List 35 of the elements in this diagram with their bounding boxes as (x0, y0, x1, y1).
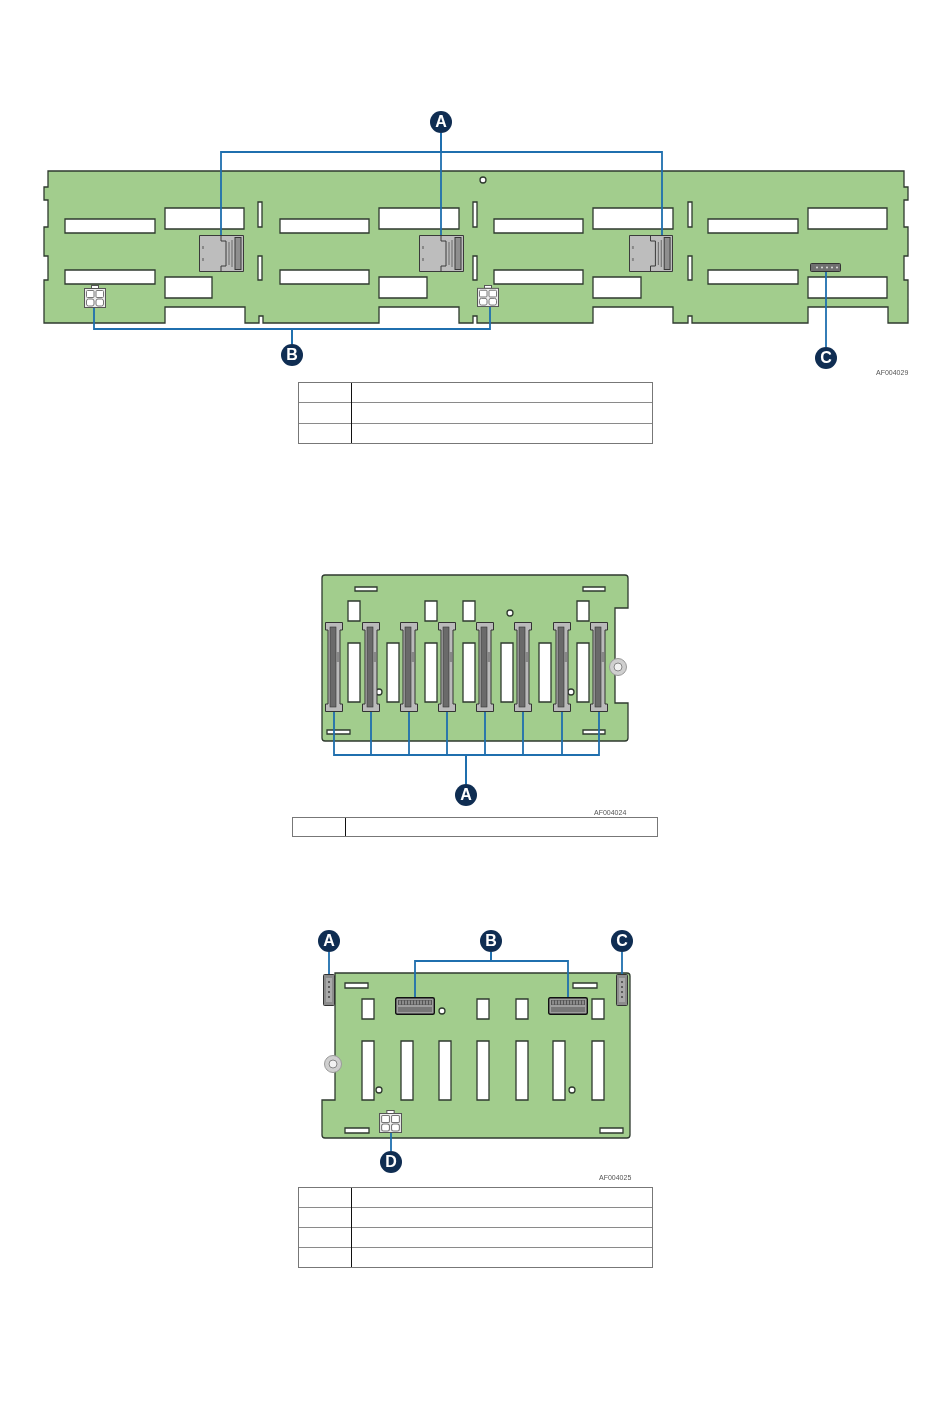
callout-letter: A (318, 930, 340, 952)
leader-line (465, 711, 600, 785)
leader-line (328, 951, 330, 975)
cable-connector (419, 235, 464, 272)
drive-connector (476, 622, 494, 712)
drive-connector (514, 622, 532, 712)
cable-connector (629, 235, 673, 272)
callout-letter: C (611, 930, 633, 952)
leader-line (440, 132, 663, 236)
drive-connector (325, 622, 343, 712)
power-connector (379, 1110, 402, 1133)
pin-header (616, 974, 628, 1006)
pin-header (810, 263, 841, 272)
leader-line (390, 1132, 392, 1152)
cable-connector (199, 235, 244, 272)
drive-connector (553, 622, 571, 712)
drive-connector (438, 622, 456, 712)
callout-letter: B (281, 344, 303, 366)
leader-line (490, 951, 569, 998)
callout-letter: B (480, 930, 502, 952)
leader-line (825, 271, 827, 348)
callout-letter: A (430, 111, 452, 133)
power-connector (84, 285, 106, 308)
callout-letter: D (380, 1151, 402, 1173)
callout-letter: A (455, 784, 477, 806)
callout-letter: C (815, 347, 837, 369)
drive-connector (590, 622, 608, 712)
cable-connector (548, 997, 588, 1015)
leader-line (291, 306, 491, 345)
cable-connector (395, 997, 435, 1015)
drive-connector (400, 622, 418, 712)
power-connector (477, 285, 499, 307)
leader-line (621, 951, 623, 975)
pin-header (323, 974, 335, 1006)
drive-connector (362, 622, 380, 712)
